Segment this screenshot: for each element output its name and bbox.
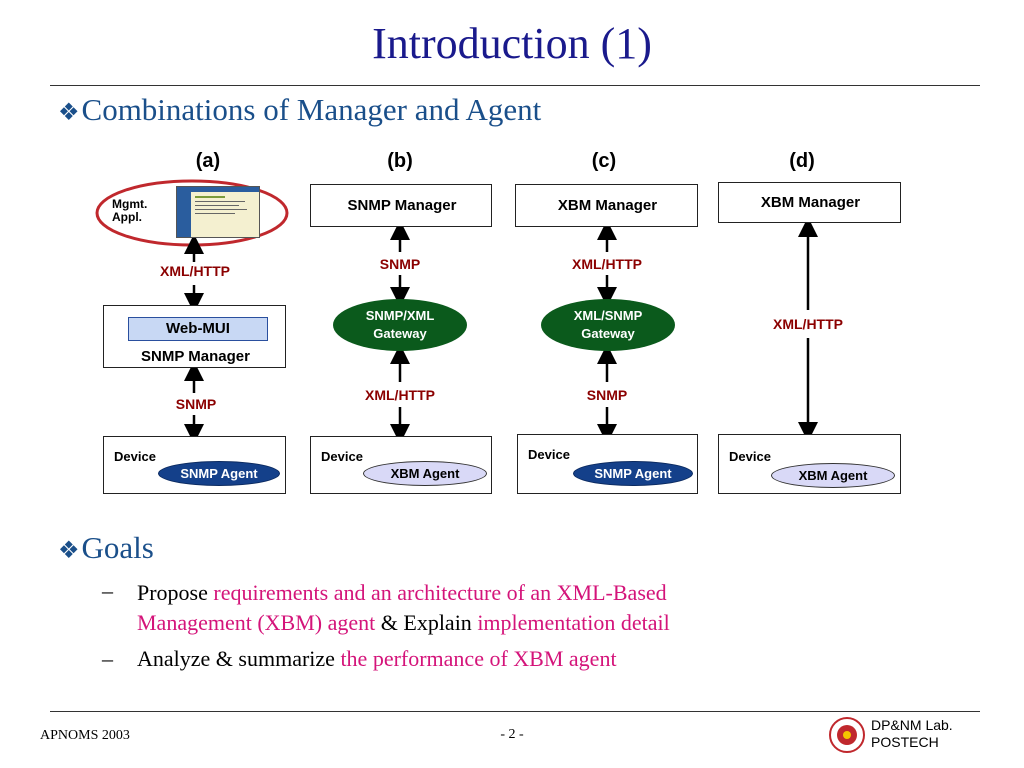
protocol-label-a-bottom: SNMP [175, 396, 217, 412]
mgmt-appl-label: Mgmt. Appl. [112, 197, 148, 224]
column-label-a: (a) [195, 150, 221, 172]
diamond-bullet-icon: ❖ [58, 538, 80, 564]
gateway-line2-c: Gateway [581, 326, 635, 341]
device-label-a: Device [114, 449, 156, 464]
bullet-goals: ❖Goals [58, 530, 154, 566]
thumbnail-header [177, 187, 259, 192]
device-box-c: Device SNMP Agent [517, 434, 698, 494]
goal1-highlight-c: Management (XBM) agent [137, 610, 376, 635]
column-label-c: (c) [591, 150, 617, 172]
agent-pill-b: XBM Agent [363, 461, 487, 486]
protocol-label-b-bottom: XML/HTTP [365, 387, 435, 403]
thumbnail-sidebar [177, 187, 191, 237]
goal-item-2: Analyze & summarize the performance of X… [137, 646, 617, 672]
footer-university: POSTECH [871, 734, 939, 750]
device-box-d: Device XBM Agent [718, 434, 901, 494]
goal1-text-a: Propose [137, 580, 214, 605]
gateway-ellipse-c: XML/SNMP Gateway [541, 299, 675, 351]
goal-dash-2: – [102, 646, 113, 671]
title-divider [50, 85, 980, 86]
device-label-c: Device [528, 447, 570, 462]
gateway-line1-b: SNMP/XML [365, 308, 435, 323]
goal1-text-d: & Explain [375, 610, 478, 635]
manager-label-d: XBM Manager [760, 194, 861, 211]
goal2-text-a: Analyze & summarize [137, 646, 341, 671]
manager-label-a: SNMP Manager [141, 348, 250, 365]
snmp-manager-box-b: SNMP Manager [310, 184, 492, 227]
device-box-b: Device XBM Agent [310, 436, 492, 494]
goal2-highlight-b: the performance of XBM agent [340, 646, 617, 671]
column-label-b: (b) [387, 150, 413, 172]
footer-page-number: - 2 - [500, 727, 524, 742]
web-mui-box: Web-MUI [128, 317, 268, 341]
manager-label-c: XBM Manager [557, 197, 658, 214]
gateway-line1-c: XML/SNMP [573, 308, 643, 323]
goal-item-1: Propose requirements and an architecture… [137, 578, 957, 638]
agent-pill-c: SNMP Agent [573, 461, 693, 486]
device-label-d: Device [729, 449, 771, 464]
goal-dash-1: – [102, 578, 113, 603]
device-label-b: Device [321, 449, 363, 464]
device-box-a: Device SNMP Agent [103, 436, 286, 494]
browser-screenshot-thumbnail [176, 186, 260, 238]
agent-pill-d: XBM Agent [771, 463, 895, 488]
gateway-ellipse-b: SNMP/XML Gateway [333, 299, 467, 351]
bullet-text: Combinations of Manager and Agent [81, 92, 542, 127]
bullet-combinations: ❖Combinations of Manager and Agent [58, 92, 541, 128]
protocol-label-a-top: XML/HTTP [160, 263, 230, 279]
protocol-label-c-top: XML/HTTP [572, 256, 642, 272]
postech-seal-icon [829, 717, 865, 753]
footer-lab-name: DP&NM Lab. [871, 717, 953, 733]
protocol-label-b-top: SNMP [379, 256, 421, 272]
footer-divider [50, 711, 980, 712]
protocol-label-c-bottom: SNMP [586, 387, 628, 403]
manager-label-b: SNMP Manager [347, 197, 457, 214]
footer-right: DP&NM Lab. POSTECH [871, 717, 953, 751]
gateway-line2-b: Gateway [373, 326, 427, 341]
bullet-text: Goals [81, 530, 154, 565]
xbm-manager-box-d: XBM Manager [718, 182, 901, 223]
diamond-bullet-icon: ❖ [58, 100, 80, 126]
footer-left: APNOMS 2003 [40, 728, 130, 743]
slide-title: Introduction (1) [372, 19, 652, 68]
goal1-highlight-b: requirements and an architecture of an X… [213, 580, 667, 605]
protocol-label-d: XML/HTTP [773, 316, 843, 332]
agent-pill-a: SNMP Agent [158, 461, 280, 486]
goal1-highlight-e: implementation detail [477, 610, 670, 635]
xbm-manager-box-c: XBM Manager [515, 184, 698, 227]
snmp-manager-box-a: Web-MUI SNMP Manager [103, 305, 286, 368]
column-label-d: (d) [789, 150, 815, 172]
